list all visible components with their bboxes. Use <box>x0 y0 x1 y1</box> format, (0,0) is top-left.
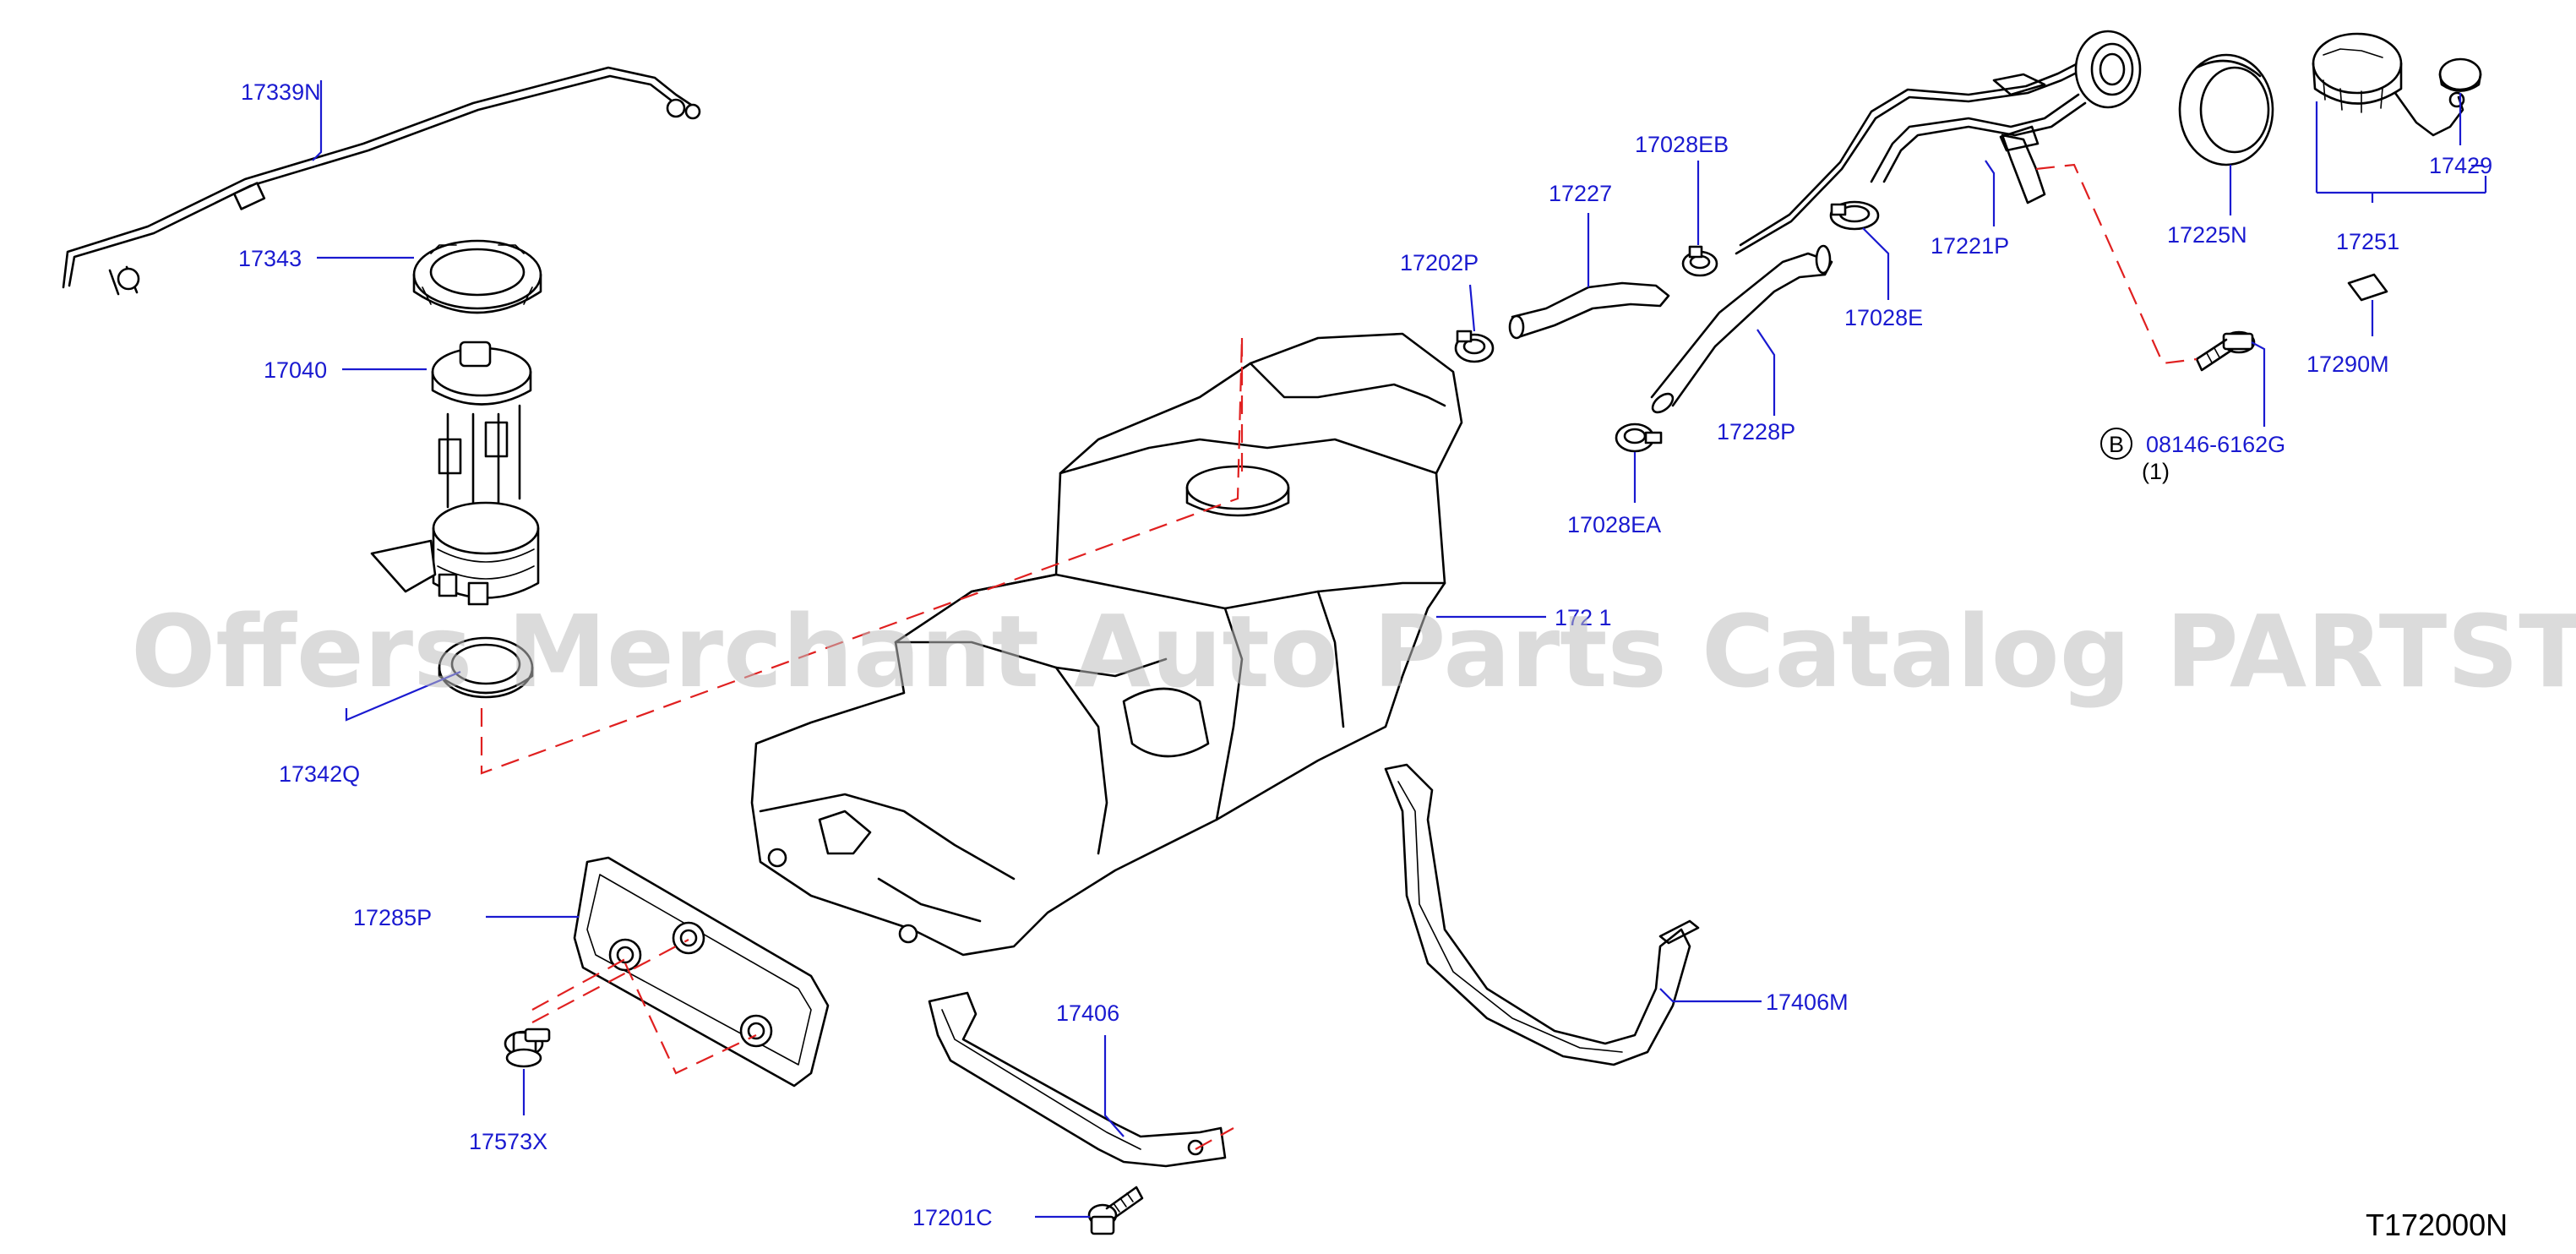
clip-17573X[interactable] <box>504 1028 551 1068</box>
label-08146-6162G[interactable]: 08146-6162G <box>2146 432 2285 457</box>
label-17285P[interactable]: 17285P <box>353 905 432 930</box>
hose-17228P[interactable] <box>1649 244 1833 416</box>
label-17028EA[interactable]: 17028EA <box>1567 512 1661 537</box>
strap-17406M[interactable] <box>1384 763 1700 1066</box>
label-17251[interactable]: 17251 <box>2336 229 2399 254</box>
label-17228P[interactable]: 17228P <box>1717 419 1795 444</box>
label-17040[interactable]: 17040 <box>264 357 327 383</box>
label-17339N[interactable]: 17339N <box>241 79 321 105</box>
tether-17429[interactable] <box>2438 57 2482 92</box>
label-17227[interactable]: 17227 <box>1549 181 1612 206</box>
clamp-17028EA[interactable] <box>1615 423 1663 453</box>
clamp-17202P[interactable] <box>1454 330 1495 363</box>
bolt-08146-6162G[interactable] <box>2195 330 2256 372</box>
label-17202P[interactable]: 17202P <box>1400 250 1479 275</box>
clamp-17028EB[interactable] <box>1681 245 1718 277</box>
label-17573X[interactable]: 17573X <box>469 1129 547 1154</box>
part-labels: 17339N 17343 17040 17342Q 17285P 17573X … <box>238 79 2492 1230</box>
diagram-reference-code: T172000N <box>2366 1208 2508 1242</box>
label-17221P[interactable]: 17221P <box>1931 233 2009 259</box>
fuel-feed-tube-17339N[interactable] <box>62 66 701 296</box>
label-plate-17290M[interactable] <box>2347 273 2388 302</box>
label-17028EB[interactable]: 17028EB <box>1635 132 1729 157</box>
label-17406[interactable]: 17406 <box>1056 1000 1119 1026</box>
bolt-17201C[interactable] <box>1087 1186 1144 1235</box>
gasket-17225N[interactable] <box>2178 53 2274 166</box>
filler-tube-17221P[interactable] <box>1735 30 2142 255</box>
leader-lines <box>312 80 2487 1219</box>
bolt-marker-circle <box>2100 428 2132 460</box>
label-17201[interactable]: 172 1 <box>1555 605 1612 630</box>
label-17290M[interactable]: 17290M <box>2306 352 2389 377</box>
label-17343[interactable]: 17343 <box>238 246 302 271</box>
label-17028E[interactable]: 17028E <box>1844 305 1923 330</box>
fuel-tank-17201[interactable] <box>750 332 1463 957</box>
alignment-dashes <box>480 163 2197 1150</box>
label-17406M[interactable]: 17406M <box>1766 990 1849 1015</box>
bolt-quantity: (1) <box>2142 459 2170 484</box>
lock-ring-17343[interactable] <box>412 239 542 314</box>
hose-17227[interactable] <box>1508 281 1670 340</box>
label-17201C[interactable]: 17201C <box>912 1205 993 1230</box>
heat-insulator-17285P[interactable] <box>573 856 830 1088</box>
seal-ring-17342Q[interactable] <box>438 636 534 699</box>
fuel-pump-module-17040[interactable] <box>370 341 540 606</box>
clamp-17028E[interactable] <box>1829 200 1880 231</box>
filler-cap-17251[interactable] <box>2312 32 2465 137</box>
watermark-text: Offers Merchant Auto Parts Catalog PARTS… <box>131 593 2576 710</box>
label-17342Q[interactable]: 17342Q <box>279 761 360 787</box>
label-17225N[interactable]: 17225N <box>2167 222 2247 248</box>
label-17429[interactable]: 17429 <box>2429 153 2492 178</box>
bolt-marker-letter: B <box>2109 432 2124 457</box>
